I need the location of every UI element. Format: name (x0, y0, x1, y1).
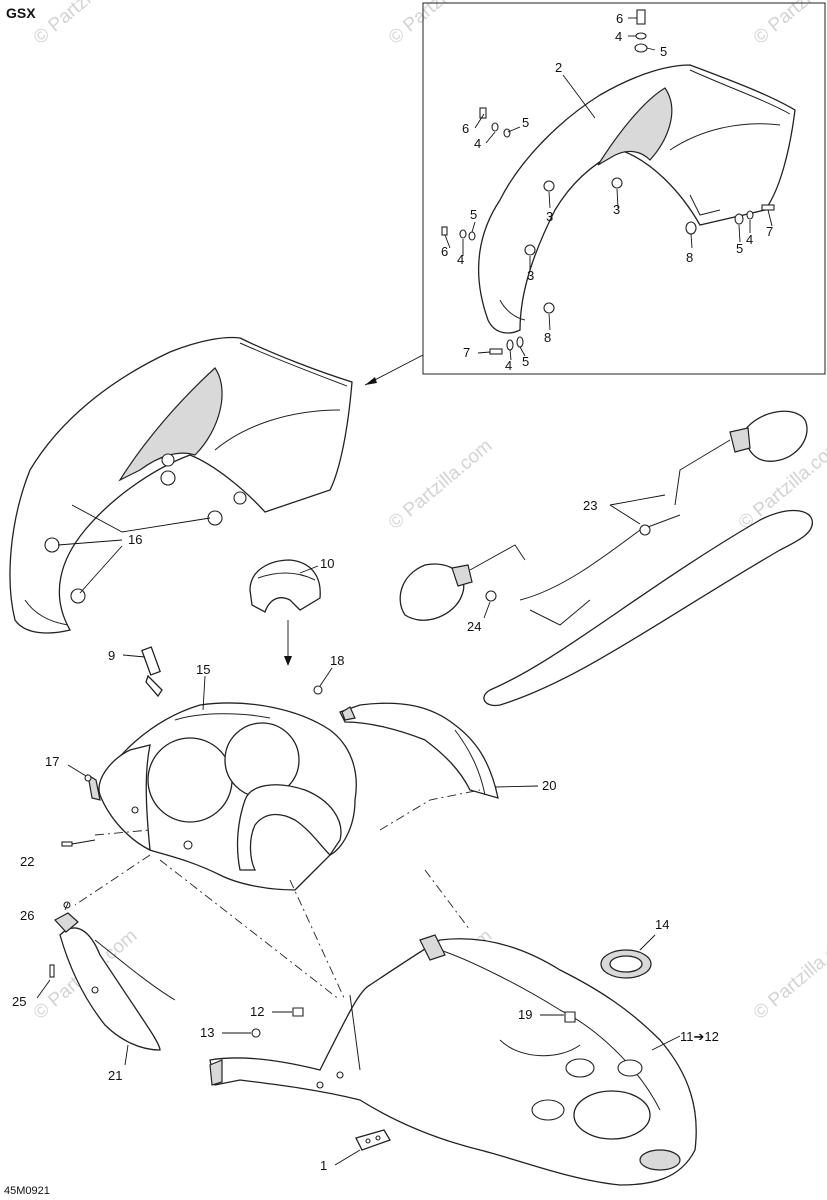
callout-10: 10 (320, 556, 334, 571)
callout-5c: 5 (470, 207, 477, 222)
callout-24: 24 (467, 619, 481, 634)
callout-6c: 6 (441, 244, 448, 259)
watermark: © Partzilla.com (385, 435, 497, 533)
callout-9: 9 (108, 648, 115, 663)
callout-4c: 4 (457, 252, 464, 267)
callout-14: 14 (655, 917, 669, 932)
bulb-9 (122, 646, 163, 698)
callout-3a: 3 (546, 209, 553, 224)
cover-10 (249, 559, 321, 666)
callout-5b: 5 (522, 115, 529, 130)
callout-2: 2 (555, 60, 562, 75)
mirrors-handlebar (399, 410, 813, 707)
callout-5e: 5 (522, 354, 529, 369)
windshield-main (9, 336, 353, 634)
callout-13: 13 (200, 1025, 214, 1040)
hood-11 (209, 934, 697, 1186)
callout-7b: 7 (463, 345, 470, 360)
callout-22: 22 (20, 854, 34, 869)
watermark: © Partzilla.com (385, 0, 497, 49)
callout-8b: 8 (544, 330, 551, 345)
callout-11: 11➔12 (680, 1029, 719, 1044)
watermark: © Partzilla.com (30, 0, 142, 49)
callout-5a: 5 (660, 44, 667, 59)
callout-6a: 6 (616, 11, 623, 26)
connection-lines (74, 789, 481, 1001)
grommet-14 (600, 934, 656, 979)
callout-4e: 4 (505, 358, 512, 373)
small-parts (61, 764, 576, 1166)
bezel-20 (313, 667, 539, 799)
callout-12: 12 (250, 1004, 264, 1019)
callout-5d: 5 (736, 241, 743, 256)
arrow-head-icon (365, 377, 377, 385)
callout-18: 18 (330, 653, 344, 668)
callout-3b: 3 (613, 202, 620, 217)
diagram-code: 45M0921 (4, 1185, 50, 1197)
callout-8a: 8 (686, 250, 693, 265)
callout-7a: 7 (766, 224, 773, 239)
callout-labels: 1 2 3 3 3 4 4 4 4 4 5 5 5 5 5 6 6 6 7 7 … (12, 11, 773, 1173)
callout-16: 16 (128, 532, 142, 547)
callout-25: 25 (12, 994, 26, 1009)
model-label: GSX (6, 5, 36, 21)
inset-leaders (444, 17, 773, 361)
instrument-panel-15 (87, 675, 357, 891)
callout-6b: 6 (462, 121, 469, 136)
callout-21: 21 (108, 1068, 122, 1083)
watermark: © Partzilla.com (750, 925, 827, 1023)
callout-26: 26 (20, 908, 34, 923)
callout-19: 19 (518, 1007, 532, 1022)
callout-20: 20 (542, 778, 556, 793)
callout-15: 15 (196, 662, 210, 677)
callout-3c: 3 (527, 268, 534, 283)
callout-4a: 4 (615, 29, 622, 44)
watermark: © Partzilla.com (750, 0, 827, 49)
windshield-inset (478, 64, 796, 334)
side-panel-21 (36, 901, 176, 1066)
inset-frame (422, 2, 826, 375)
callout-23: 23 (583, 498, 597, 513)
callout-17: 17 (45, 754, 59, 769)
callout-4d: 4 (746, 232, 753, 247)
callout-1: 1 (320, 1158, 327, 1173)
callout-4b: 4 (474, 136, 481, 151)
